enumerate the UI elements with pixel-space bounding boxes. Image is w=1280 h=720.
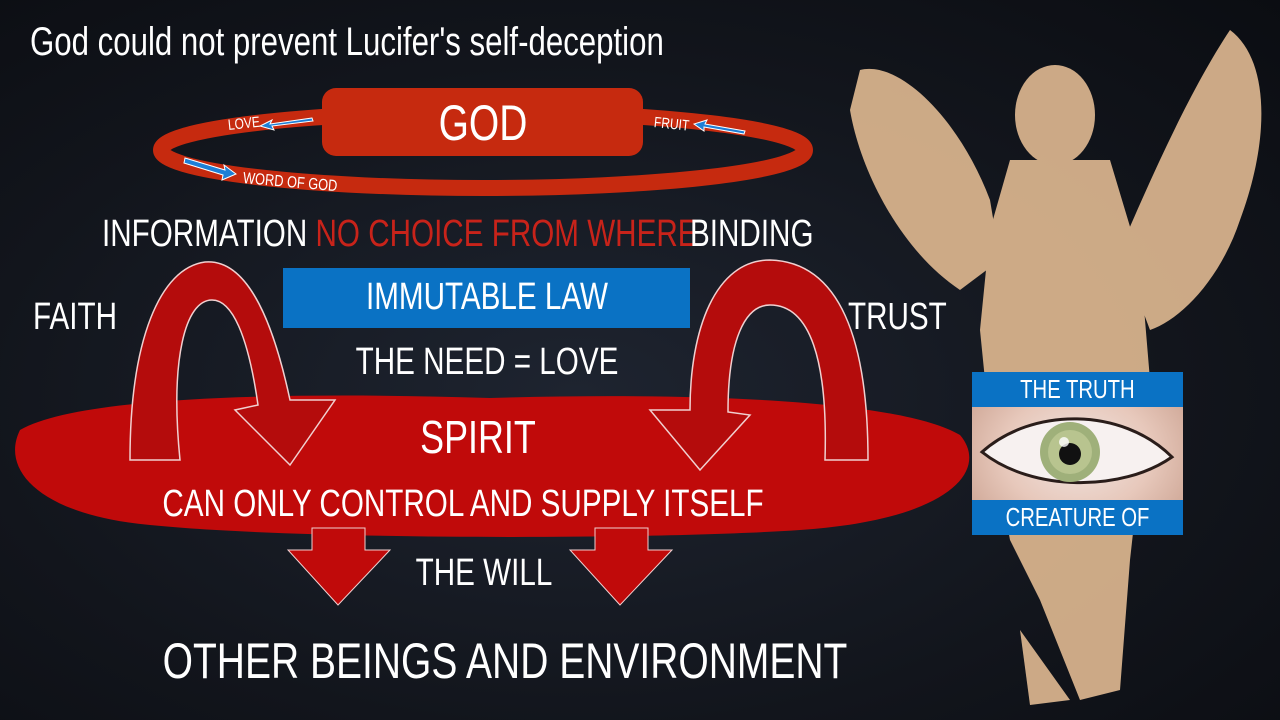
fruit-arrow-icon — [692, 119, 746, 135]
no-choice-label: NO CHOICE FROM WHERE — [315, 213, 698, 255]
trust-label: TRUST — [848, 296, 947, 338]
faith-curved-arrow — [129, 261, 337, 467]
will-label: THE WILL — [415, 552, 553, 594]
eye-panel: THE TRUTH CREATURE OF GOD — [972, 372, 1183, 535]
immutable-law-label: IMMUTABLE LAW — [365, 276, 609, 318]
information-label: INFORMATION — [102, 213, 308, 255]
bottom-label: OTHER BEINGS AND ENVIRONMENT — [162, 633, 848, 689]
love-label: LOVE — [227, 113, 261, 134]
down-arrow-left-icon — [286, 527, 392, 606]
god-label: GOD — [438, 95, 528, 151]
love-arrow-icon — [258, 117, 314, 131]
eye-image — [979, 417, 1175, 485]
word-arrow-icon — [183, 157, 237, 181]
spirit-label: SPIRIT — [420, 411, 536, 463]
truth-bar: THE TRUTH — [972, 372, 1183, 407]
faith-label: FAITH — [33, 296, 117, 338]
creature-label: CREATURE OF GOD — [1005, 502, 1150, 532]
slide-title: God could not prevent Lucifer's self-dec… — [30, 20, 664, 64]
god-box — [322, 88, 643, 156]
trust-curved-arrow — [648, 259, 869, 472]
binding-label: BINDING — [690, 213, 814, 255]
angel-statue-image — [850, 30, 1262, 705]
information-row: INFORMATION NO CHOICE FROM WHERE — [102, 213, 698, 256]
creature-bar: CREATURE OF GOD — [972, 500, 1183, 535]
down-arrow-right-icon — [568, 527, 674, 606]
immutable-law-box — [283, 268, 690, 328]
truth-label: THE TRUTH — [1020, 374, 1135, 404]
need-label: THE NEED = LOVE — [355, 341, 619, 383]
spirit-caption: CAN ONLY CONTROL AND SUPPLY ITSELF — [162, 483, 764, 525]
fruit-label: FRUIT — [653, 114, 691, 135]
